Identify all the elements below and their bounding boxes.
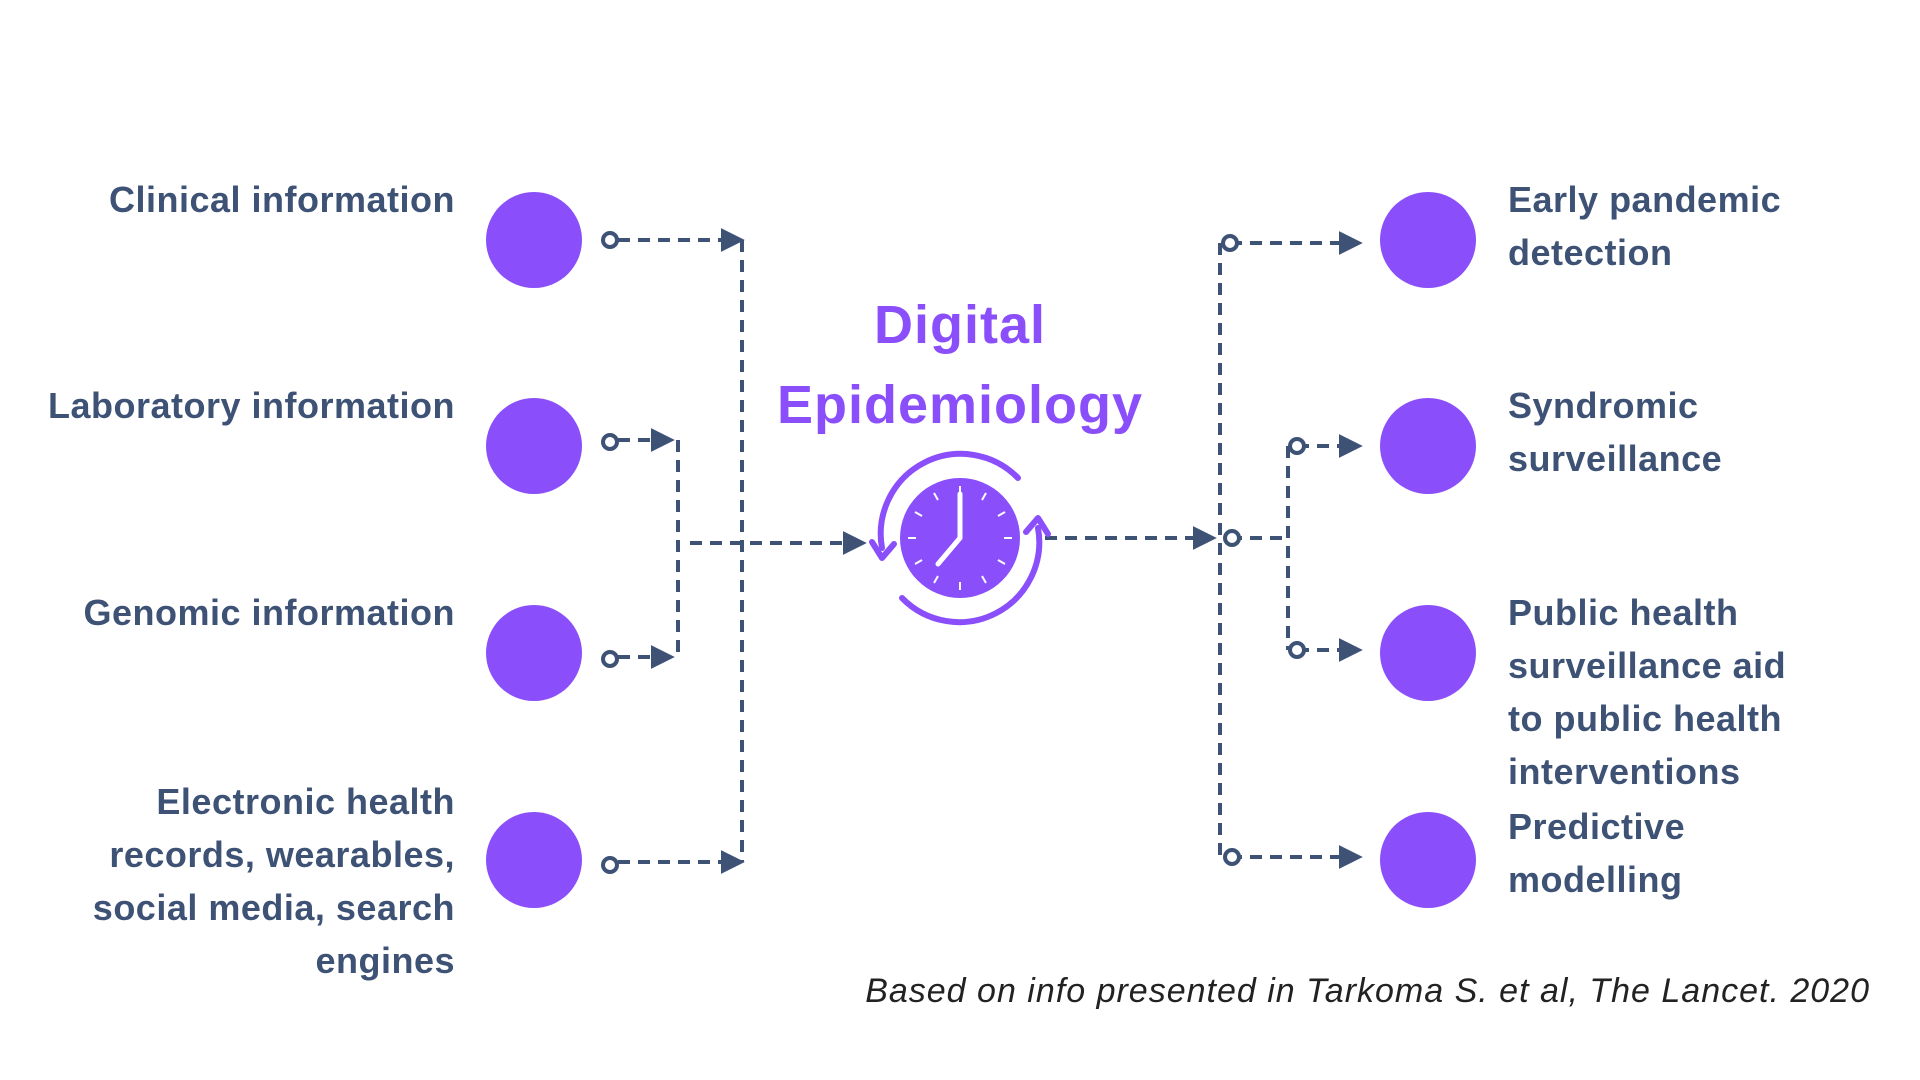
connector-dot-early-detection: [1221, 234, 1239, 252]
connector-dot-predictive: [1223, 848, 1241, 866]
input-label-clinical: Clinical information: [108, 179, 455, 220]
connector-dot-syndromic: [1288, 437, 1306, 455]
connector-dot-center-right: [1223, 529, 1241, 547]
input-node-genomic: [486, 605, 582, 701]
output-node-public-health: [1380, 605, 1476, 701]
connector-dot-ehr: [601, 856, 619, 874]
output-label-early-detection: Early pandemic detection: [1508, 179, 1782, 273]
output-label-public-health: Public health surveillance aid to public…: [1508, 592, 1787, 792]
output-node-early-detection: [1380, 192, 1476, 288]
connector-dot-clinical: [601, 231, 619, 249]
citation-text: Based on info presented in Tarkoma S. et…: [865, 972, 1870, 1010]
input-node-ehr: [486, 812, 582, 908]
output-label-syndromic: Syndromic surveillance: [1508, 385, 1723, 479]
connector-dot-public-health: [1288, 641, 1306, 659]
clock-refresh-icon: [869, 450, 1051, 626]
input-node-laboratory: [486, 398, 582, 494]
connector-dot-genomic: [601, 650, 619, 668]
diagram-title-line2: Epidemiology: [776, 375, 1144, 435]
input-label-laboratory: Laboratory information: [47, 385, 455, 426]
input-label-genomic: Genomic information: [83, 592, 455, 633]
output-node-syndromic: [1380, 398, 1476, 494]
input-node-clinical: [486, 192, 582, 288]
output-label-predictive: Predictive modelling: [1508, 806, 1686, 900]
output-node-predictive: [1380, 812, 1476, 908]
connector-dot-laboratory: [601, 433, 619, 451]
input-label-ehr: Electronic health records, wearables, so…: [92, 781, 455, 981]
diagram-title-line1: Digital: [873, 295, 1046, 355]
